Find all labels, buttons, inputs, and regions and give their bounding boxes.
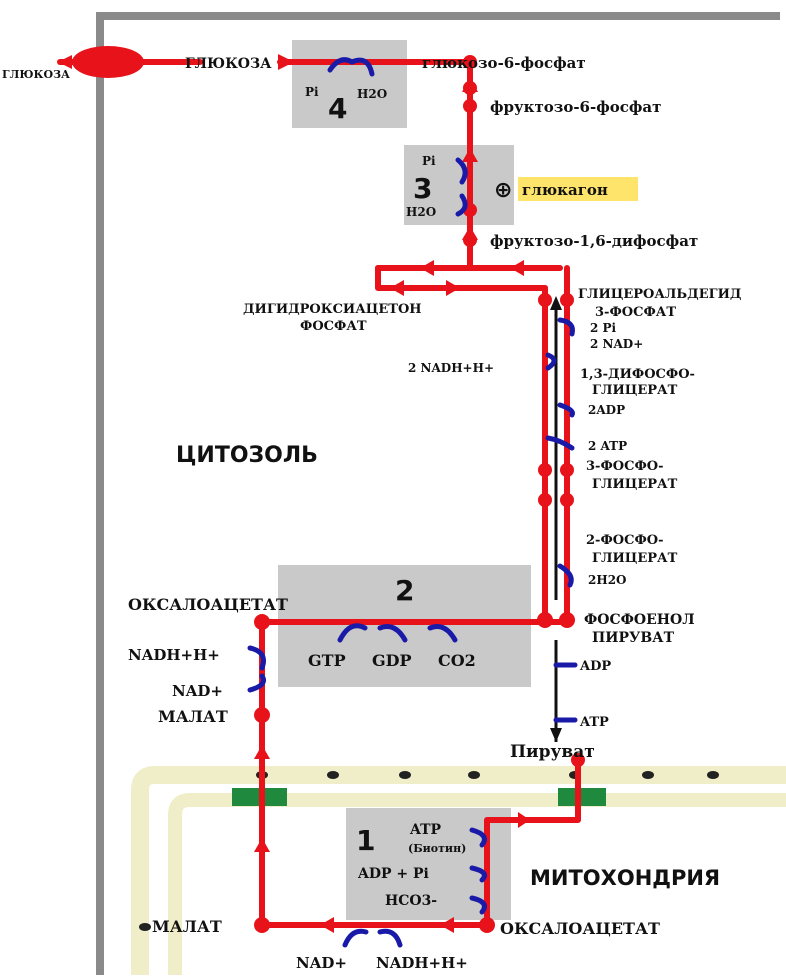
malate-mito-label: МАЛАТ bbox=[152, 917, 222, 936]
adp-label: ADP bbox=[579, 659, 611, 674]
bpg-label-1: 1,3-ДИФОСФО- bbox=[580, 367, 695, 382]
co2-label: CO2 bbox=[438, 651, 476, 670]
s1-atp-label: ATP bbox=[409, 822, 442, 838]
mitochondria-label: МИТОХОНДРИЯ bbox=[530, 866, 720, 890]
step-number-3: 3 bbox=[413, 172, 432, 205]
nadh-cytosol-label: NADH+H+ bbox=[128, 646, 220, 664]
pyruvate-transporter bbox=[558, 788, 606, 806]
cell-membrane bbox=[96, 12, 780, 975]
glucagon-label: глюкагон bbox=[522, 181, 608, 199]
step-number-2: 2 bbox=[395, 574, 414, 607]
s1-biotin-label: (Биотин) bbox=[408, 842, 466, 855]
pg3-label-2: ГЛИЦЕРАТ bbox=[592, 477, 678, 492]
glucagon-highlight bbox=[518, 177, 638, 201]
glucose-export-blob bbox=[72, 46, 144, 78]
glucose-out-label: ГЛЮКОЗА bbox=[2, 68, 70, 81]
s3-pi-label: Pi bbox=[422, 154, 436, 168]
mito-outer-membrane bbox=[131, 766, 786, 975]
step-number-4: 4 bbox=[328, 92, 347, 125]
dhap-label-2: ФОСФАТ bbox=[300, 319, 367, 334]
bpg-label-2: ГЛИЦЕРАТ bbox=[592, 383, 678, 398]
mito-inner-membrane bbox=[168, 793, 786, 975]
oaa-mito-label: ОКСАЛОАЦЕТАТ bbox=[500, 919, 660, 938]
s3-h2o-label: H2O bbox=[406, 205, 436, 219]
cofactor-arrows bbox=[247, 57, 578, 948]
gdp-label: GDP bbox=[372, 651, 412, 670]
malate-cytosol-label: МАЛАТ bbox=[158, 707, 228, 726]
triose-direction-arrows bbox=[550, 296, 562, 742]
pep-label-1: ФОСФОЕНОЛ bbox=[584, 612, 695, 628]
nad-mito-label: NAD+ bbox=[296, 954, 347, 972]
s1-hco3-label: HCO3- bbox=[385, 893, 437, 909]
enzyme-box-4 bbox=[292, 40, 407, 128]
pg3-label-1: 3-ФОСФО- bbox=[586, 459, 664, 474]
enzyme-box-2 bbox=[278, 565, 531, 687]
oaa-cytosol-label: ОКСАЛОАЦЕТАТ bbox=[128, 595, 288, 614]
glucose-label: ГЛЮКОЗА bbox=[185, 56, 272, 72]
s4-pi-label: Pi bbox=[305, 85, 319, 99]
f6p-label: фруктозо-6-фосфат bbox=[490, 98, 661, 116]
nad-cytosol-label: NAD+ bbox=[172, 682, 223, 700]
atp-2-label: 2 ATP bbox=[588, 439, 627, 453]
pep-label-2: ПИРУВАТ bbox=[592, 630, 675, 646]
gap-2nad-label: 2 NAD+ bbox=[590, 337, 643, 351]
glucagon-plus-symbol: ⊕ bbox=[494, 178, 512, 203]
gap-label-2: 3-ФОСФАТ bbox=[595, 305, 676, 320]
cytosol-label: ЦИТОЗОЛЬ bbox=[176, 443, 318, 468]
adp-2-label: 2ADP bbox=[588, 403, 625, 417]
gap-2pi-label: 2 Pi bbox=[590, 321, 617, 335]
f16bp-label: фруктозо-1,6-дифосфат bbox=[490, 232, 698, 250]
h2o-2-label: 2H2O bbox=[588, 573, 627, 587]
pg2-label-1: 2-ФОСФО- bbox=[586, 533, 664, 548]
dhap-label-1: ДИГИДРОКСИАЦЕТОН bbox=[243, 302, 422, 317]
pyruvate-label: Пируват bbox=[510, 742, 595, 762]
gap-label-1: ГЛИЦЕРОАЛЬДЕГИД bbox=[578, 287, 741, 302]
nadh-mito-label: NADH+H+ bbox=[376, 954, 468, 972]
g6p-label: глюкозо-6-фосфат bbox=[422, 54, 586, 72]
s4-h2o-label: H2O bbox=[357, 87, 387, 101]
step-number-1: 1 bbox=[356, 824, 375, 857]
gtp-label: GTP bbox=[308, 651, 346, 670]
pathway-arrowheads bbox=[254, 78, 530, 933]
arrowhead-glucose bbox=[278, 54, 294, 70]
atp-label: ATP bbox=[579, 715, 609, 730]
glucose-export-arrowhead bbox=[58, 55, 72, 69]
s1-adp-pi-label: ADP + Pi bbox=[357, 866, 429, 882]
pg2-label-2: ГЛИЦЕРАТ bbox=[592, 551, 678, 566]
nadh-2-label: 2 NADH+H+ bbox=[408, 361, 494, 375]
